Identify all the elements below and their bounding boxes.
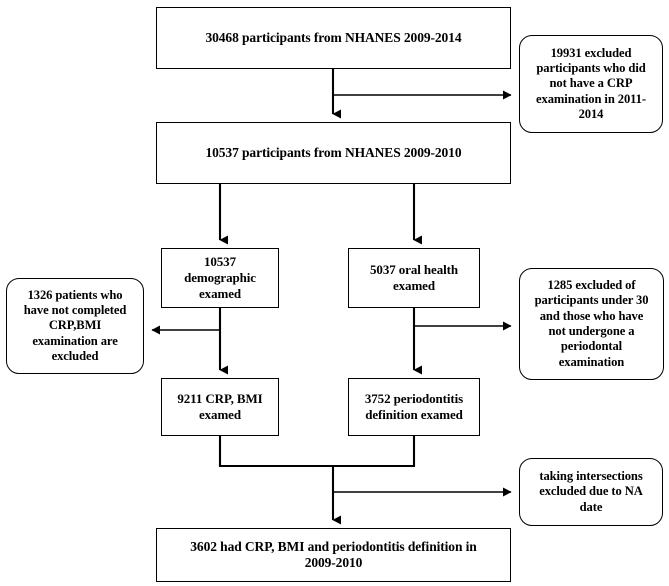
node-demographic-examed-label: 10537 demographic examed: [184, 254, 256, 301]
node-periodontitis-definition-examed: 3752 periodontitis definition examed: [348, 378, 480, 436]
node-final-analytic-sample: 3602 had CRP, BMI and periodontitis defi…: [156, 528, 511, 582]
node-excluded-incomplete-crp-bmi-label: 1326 patients who have not completed CRP…: [23, 287, 127, 364]
node-oral-health-examed-label: 5037 oral health examed: [370, 262, 458, 293]
node-final-analytic-sample-label: 3602 had CRP, BMI and periodontitis defi…: [190, 538, 477, 570]
node-excluded-na-date: taking intersections excluded due to NA …: [519, 458, 663, 526]
node-demographic-examed: 10537 demographic examed: [161, 248, 279, 308]
node-periodontitis-definition-examed-label: 3752 periodontitis definition examed: [364, 391, 464, 422]
node-excluded-under-30-no-periodontal-label: 1285 excluded of participants under 30 a…: [534, 277, 649, 369]
node-oral-health-examed: 5037 oral health examed: [348, 248, 480, 308]
node-excluded-incomplete-crp-bmi: 1326 patients who have not completed CRP…: [6, 278, 144, 374]
node-total-participants: 30468 participants from NHANES 2009-2014: [156, 7, 511, 69]
node-excluded-no-crp-2011-2014-label: 19931 excluded participants who did not …: [536, 45, 646, 122]
node-excluded-under-30-no-periodontal: 1285 excluded of participants under 30 a…: [519, 268, 664, 380]
node-excluded-no-crp-2011-2014: 19931 excluded participants who did not …: [519, 35, 663, 133]
node-excluded-na-date-label: taking intersections excluded due to NA …: [539, 468, 643, 514]
node-crp-bmi-examed-label: 9211 CRP, BMI examed: [177, 391, 263, 422]
node-crp-bmi-examed: 9211 CRP, BMI examed: [161, 378, 279, 436]
node-total-participants-label: 30468 participants from NHANES 2009-2014: [205, 29, 462, 45]
edge-merge-bus: [218, 436, 416, 468]
node-participants-2009-2010-label: 10537 participants from NHANES 2009-2010: [205, 144, 462, 160]
node-participants-2009-2010: 10537 participants from NHANES 2009-2010: [156, 122, 511, 184]
